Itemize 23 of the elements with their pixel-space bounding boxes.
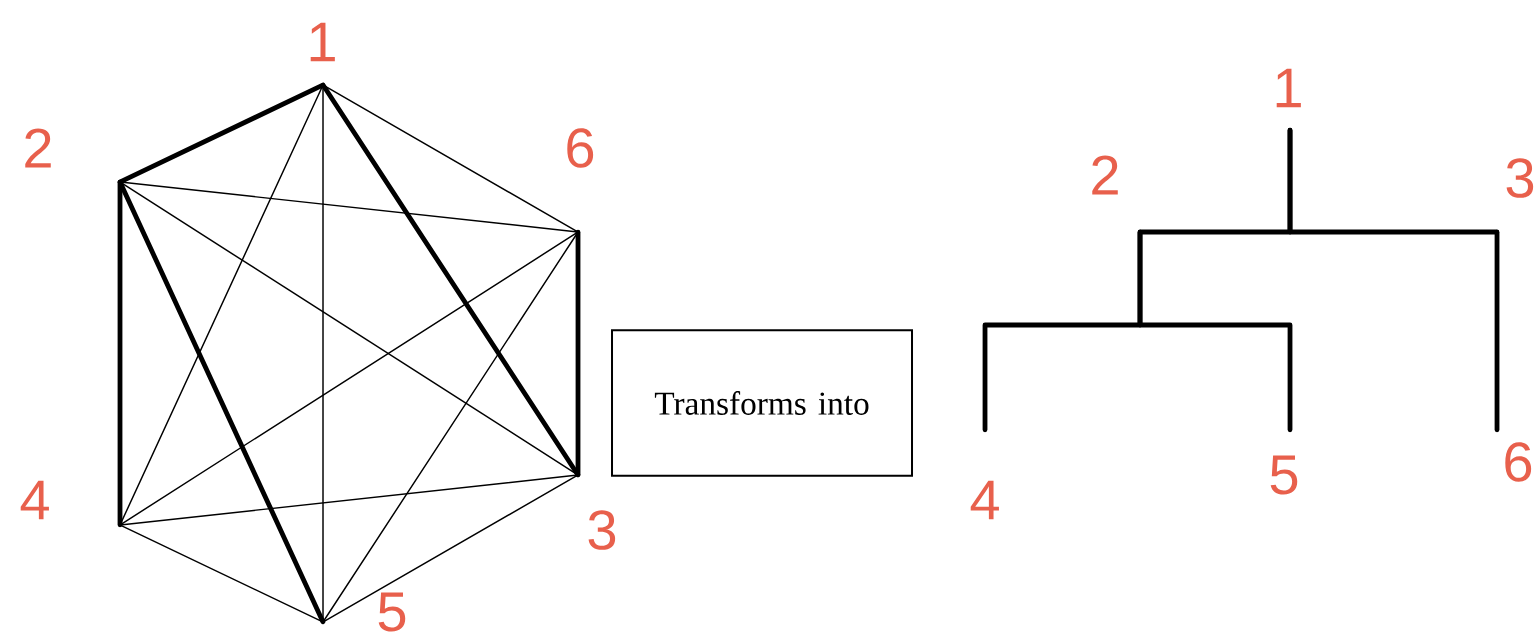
graph-edge [322,231,579,623]
graph-edge [119,474,579,526]
vertex-label: 6 [1505,442,1532,482]
vertex-label: 2 [1092,155,1118,195]
vertex-label: 4 [20,480,49,520]
graph-edge [119,231,579,526]
graph-edge [575,229,581,478]
vertex-label: 6 [567,128,594,168]
vertex-label: 2 [25,128,51,168]
vertex-label: 3 [1506,158,1534,198]
vertex-label: 1 [310,22,335,62]
graph-edge [117,179,123,528]
vertex-label: 5 [1270,455,1298,495]
vertex-label: 3 [588,510,616,550]
graph-edge [119,524,324,623]
graph-edge [1494,229,1500,433]
text-box: Transforms into [611,329,913,477]
graph-edge [117,179,326,625]
vertex-label: 1 [1276,68,1301,108]
vertex-label: 4 [970,480,999,520]
vertex-label: 5 [378,592,406,632]
graph-edge [1137,229,1293,433]
graph-edge [322,474,579,623]
